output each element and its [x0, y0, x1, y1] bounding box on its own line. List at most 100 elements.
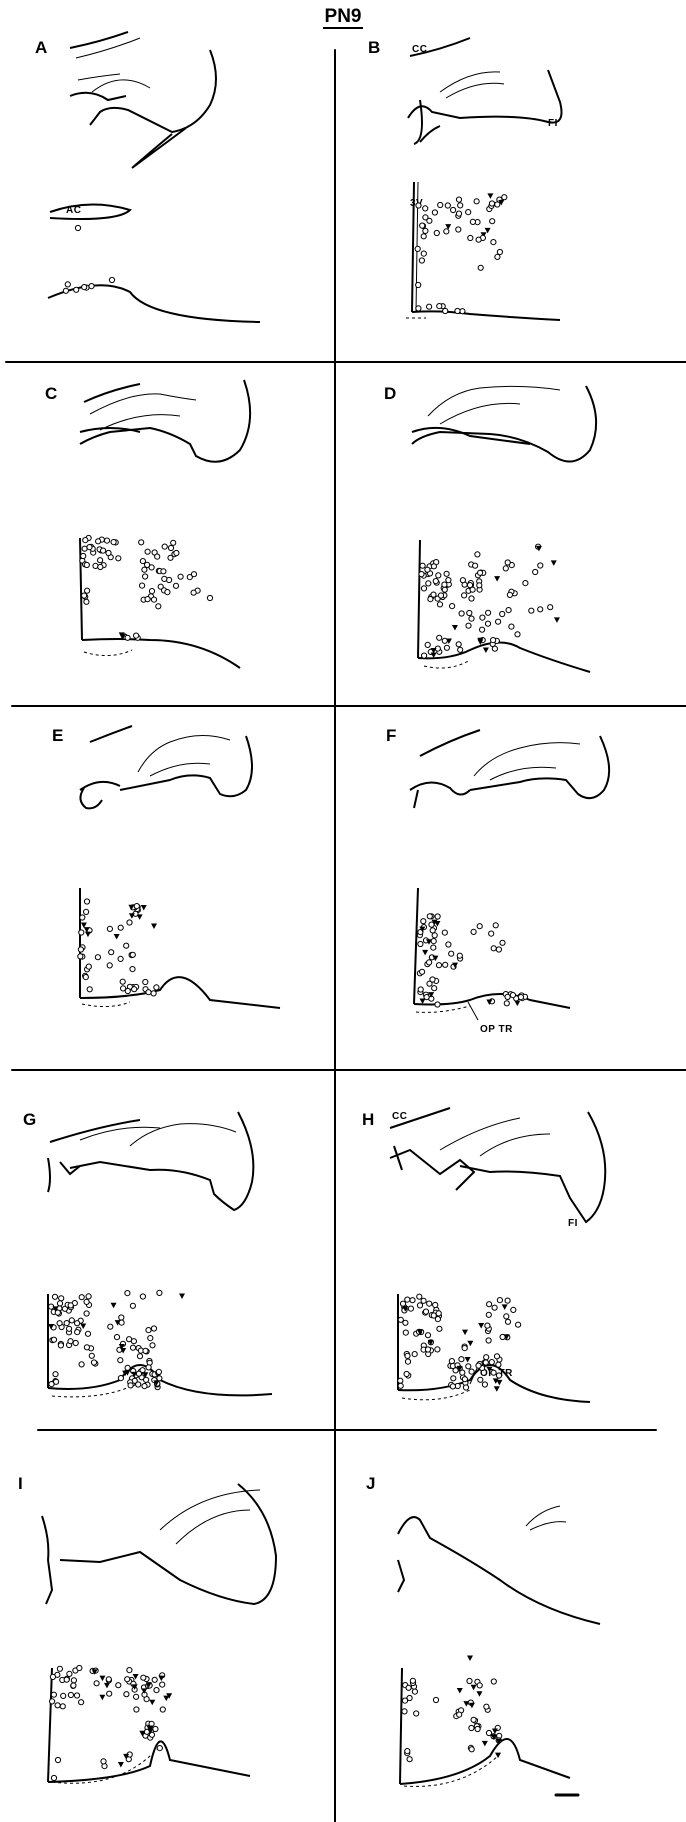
- circle-marker: [75, 1321, 80, 1326]
- circle-marker: [492, 646, 497, 651]
- circle-marker: [79, 1700, 84, 1705]
- circle-marker: [410, 1678, 415, 1683]
- circle-marker: [442, 930, 447, 935]
- circle-marker: [457, 1712, 462, 1717]
- triangle-marker: [551, 560, 557, 566]
- circle-marker: [466, 210, 471, 215]
- panel-f-outlines: [410, 730, 609, 1020]
- circle-marker: [402, 1709, 407, 1714]
- circle-marker: [502, 195, 507, 200]
- circle-marker: [398, 1317, 403, 1322]
- triangle-marker: [420, 999, 426, 1005]
- circle-marker: [427, 960, 432, 965]
- circle-marker: [130, 1303, 135, 1308]
- triangle-marker: [111, 1303, 117, 1309]
- triangle-marker: [158, 1676, 164, 1682]
- circle-marker: [405, 1749, 410, 1754]
- circle-marker: [484, 1704, 489, 1709]
- circle-marker: [402, 1698, 407, 1703]
- circle-marker: [432, 986, 437, 991]
- circle-marker: [473, 563, 478, 568]
- circle-marker: [86, 1294, 91, 1299]
- triangle-marker: [465, 1357, 471, 1363]
- circle-marker: [425, 1333, 430, 1338]
- circle-marker: [84, 1345, 89, 1350]
- circle-marker: [55, 1757, 60, 1762]
- circle-marker: [134, 1694, 139, 1699]
- circle-marker: [60, 1704, 65, 1709]
- circle-marker: [142, 1384, 147, 1389]
- circle-marker: [456, 211, 461, 216]
- circle-marker: [417, 1303, 422, 1308]
- circle-marker: [140, 583, 145, 588]
- circle-marker: [143, 1348, 148, 1353]
- circle-marker: [497, 249, 502, 254]
- circle-marker: [118, 1358, 123, 1363]
- circle-marker: [107, 1691, 112, 1696]
- circle-marker: [125, 635, 130, 640]
- circle-marker: [131, 1339, 136, 1344]
- circle-marker: [84, 562, 89, 567]
- circle-marker: [450, 1384, 455, 1389]
- circle-marker: [463, 1385, 468, 1390]
- circle-marker: [480, 627, 485, 632]
- circle-marker: [410, 1298, 415, 1303]
- circle-marker: [404, 1371, 409, 1376]
- circle-marker: [57, 1321, 62, 1326]
- circle-marker: [118, 956, 123, 961]
- circle-marker: [486, 1338, 491, 1343]
- circle-marker: [437, 1326, 442, 1331]
- circle-marker: [408, 1306, 413, 1311]
- circle-marker: [523, 581, 528, 586]
- circle-marker: [477, 1683, 482, 1688]
- circle-marker: [73, 1340, 78, 1345]
- panel-j-outlines: [398, 1506, 600, 1786]
- circle-marker: [98, 564, 103, 569]
- circle-marker: [109, 950, 114, 955]
- circle-marker: [79, 1295, 84, 1300]
- circle-marker: [414, 1711, 419, 1716]
- circle-marker: [191, 572, 196, 577]
- triangle-marker: [483, 647, 489, 653]
- circle-marker: [435, 1347, 440, 1352]
- circle-marker: [485, 1323, 490, 1328]
- circle-marker: [407, 1757, 412, 1762]
- circle-marker: [486, 610, 491, 615]
- circle-marker: [451, 1376, 456, 1381]
- circle-marker: [433, 1302, 438, 1307]
- circle-marker: [485, 621, 490, 626]
- circle-marker: [476, 237, 481, 242]
- circle-marker: [477, 583, 482, 588]
- circle-marker: [470, 219, 475, 224]
- circle-marker: [446, 942, 451, 947]
- circle-marker: [64, 1321, 69, 1326]
- circle-marker: [58, 1343, 63, 1348]
- circle-marker: [94, 1681, 99, 1686]
- circle-marker: [480, 615, 485, 620]
- circle-marker: [435, 914, 440, 919]
- circle-marker: [422, 653, 427, 658]
- circle-marker: [445, 203, 450, 208]
- triangle-marker: [487, 193, 493, 199]
- circle-marker: [469, 596, 474, 601]
- circle-marker: [67, 1326, 72, 1331]
- triangle-marker: [114, 934, 120, 940]
- circle-marker: [137, 1354, 142, 1359]
- triangle-marker: [457, 1688, 463, 1694]
- circle-marker: [420, 223, 425, 228]
- circle-marker: [114, 1335, 119, 1340]
- circle-marker: [108, 1324, 113, 1329]
- circle-marker: [428, 597, 433, 602]
- circle-marker: [432, 210, 437, 215]
- circle-marker: [104, 538, 109, 543]
- circle-marker: [50, 1674, 55, 1679]
- circle-marker: [458, 203, 463, 208]
- circle-marker: [84, 909, 89, 914]
- triangle-marker: [476, 1691, 482, 1697]
- circle-marker: [82, 285, 87, 290]
- circle-marker: [435, 1002, 440, 1007]
- circle-marker: [84, 599, 89, 604]
- circle-marker: [119, 1315, 124, 1320]
- circle-marker: [459, 611, 464, 616]
- circle-marker: [435, 1317, 440, 1322]
